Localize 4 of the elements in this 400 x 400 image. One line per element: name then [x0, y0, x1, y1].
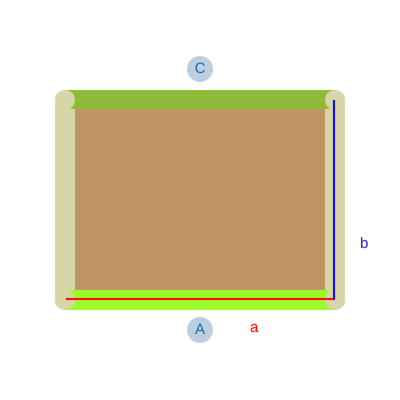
dimension-label: b: [360, 236, 368, 251]
circle-label: C: [187, 56, 213, 82]
circle-label: A: [187, 317, 213, 343]
dimension-label: a: [250, 320, 258, 335]
